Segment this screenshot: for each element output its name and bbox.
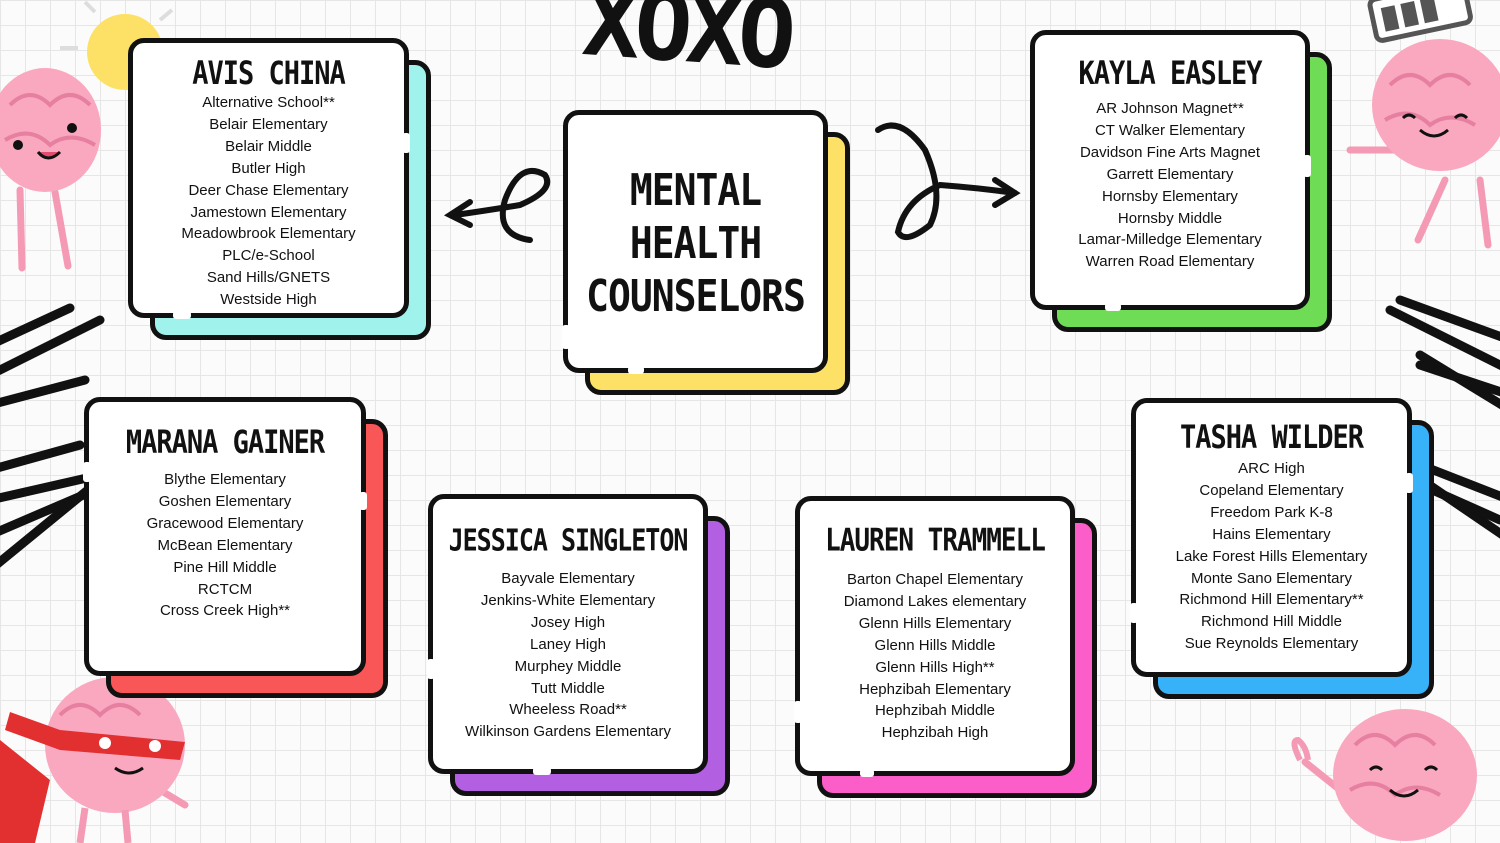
- school-item: Tutt Middle: [531, 679, 605, 697]
- school-item: Murphey Middle: [514, 657, 622, 675]
- school-item: Glenn Hills Elementary: [858, 614, 1012, 632]
- card-front: JESSICA SINGLETON Bayvale Elementary Jen…: [427, 494, 708, 775]
- card-front: MENTAL HEALTH COUNSELORS: [562, 110, 828, 374]
- arrow-right-icon: [875, 122, 1021, 241]
- school-item: Belair Elementary: [209, 115, 328, 133]
- counselor-name: AVIS CHINA: [192, 55, 346, 93]
- school-item: Glenn Hills Middle: [874, 636, 996, 654]
- school-item: Hephzibah Middle: [874, 702, 996, 720]
- school-list: Blythe Elementary Goshen Elementary Grac…: [97, 469, 353, 622]
- superhero-brain-icon: [0, 677, 189, 843]
- school-item: Alternative School**: [202, 94, 335, 111]
- school-list: ARC High Copeland Elementary Freedom Par…: [1144, 458, 1399, 655]
- school-item: Hornsby Elementary: [1102, 187, 1238, 205]
- school-item: Hephzibah High: [881, 724, 989, 742]
- counselor-card-tasha-wilder: TASHA WILDER ARC High Copeland Elementar…: [1130, 398, 1434, 699]
- card-front: KAYLA EASLEY AR Johnson Magnet** CT Walk…: [1030, 30, 1311, 311]
- school-list: AR Johnson Magnet** CT Walker Elementary…: [1043, 98, 1297, 273]
- school-item: Gracewood Elementary: [146, 514, 304, 532]
- school-item: Glenn Hills High**: [875, 658, 995, 676]
- counselor-card-kayla-easley: KAYLA EASLEY AR Johnson Magnet** CT Walk…: [1030, 30, 1332, 332]
- counselor-card-jessica-singleton: JESSICA SINGLETON Bayvale Elementary Jen…: [427, 494, 730, 796]
- school-item: Richmond Hill Middle: [1201, 613, 1342, 631]
- school-item: Richmond Hill Elementary**: [1179, 591, 1364, 609]
- school-item: Diamond Lakes elementary: [843, 592, 1027, 610]
- school-item: Sand Hills/GNETS: [206, 269, 331, 287]
- school-item: Laney High: [530, 635, 606, 653]
- school-item: McBean Elementary: [157, 536, 293, 554]
- school-list: Bayvale Elementary Jenkins-White Element…: [441, 568, 695, 743]
- brain-mascot-icon: [1346, 39, 1500, 249]
- school-item: Jamestown Elementary: [190, 203, 347, 221]
- school-item: RCTCM: [197, 580, 253, 598]
- counselor-name: JESSICA SINGLETON: [448, 523, 689, 558]
- school-item: AR Johnson Magnet**: [1096, 100, 1244, 117]
- school-item: Hains Elementary: [1212, 525, 1331, 543]
- school-item: Wheeless Road**: [509, 701, 627, 719]
- school-item: Lake Forest Hills Elementary: [1175, 547, 1368, 565]
- school-item: Butler High: [231, 159, 306, 177]
- school-item: Goshen Elementary: [158, 492, 292, 510]
- counselor-name: TASHA WILDER: [1179, 419, 1364, 457]
- school-item: Josey High: [530, 613, 606, 631]
- school-item: Belair Middle: [225, 137, 312, 155]
- school-item: Hornsby Middle: [1117, 209, 1223, 227]
- school-list: Barton Chapel Elementary Diamond Lakes e…: [808, 569, 1062, 744]
- school-item: CT Walker Elementary: [1094, 121, 1246, 139]
- school-item: Freedom Park K-8: [1210, 503, 1333, 521]
- title-line: HEALTH: [629, 217, 762, 268]
- school-list: Alternative School** Belair Elementary B…: [141, 92, 396, 311]
- title-line: MENTAL: [629, 164, 762, 215]
- card-front: TASHA WILDER ARC High Copeland Elementar…: [1130, 398, 1413, 677]
- counselor-card-marana-gainer: MARANA GAINER Blythe Elementary Goshen E…: [83, 397, 388, 698]
- school-item: Westside High: [220, 291, 317, 309]
- brain-mascot-icon: [0, 68, 101, 272]
- title-line: COUNSELORS: [586, 270, 806, 321]
- brain-mascot-icon: [1291, 709, 1477, 841]
- counselor-name: LAUREN TRAMMELL: [825, 523, 1046, 559]
- card-front: MARANA GAINER Blythe Elementary Goshen E…: [83, 397, 367, 676]
- school-item: Hephzibah Elementary: [859, 680, 1011, 698]
- page-title: MENTAL HEALTH COUNSELORS: [586, 163, 806, 322]
- school-item: Pine Hill Middle: [173, 558, 277, 576]
- school-item: Cross Creek High**: [159, 602, 291, 620]
- school-item: Sue Reynolds Elementary: [1184, 635, 1359, 653]
- school-item: ARC High: [1238, 460, 1305, 477]
- xoxo-decoration: XOXO: [579, 0, 796, 91]
- school-item: PLC/e-School: [222, 247, 315, 265]
- school-item: Davidson Fine Arts Magnet: [1079, 143, 1261, 161]
- card-front: LAUREN TRAMMELL Barton Chapel Elementary…: [794, 496, 1075, 777]
- school-item: Jenkins-White Elementary: [480, 591, 656, 609]
- school-item: Barton Chapel Elementary: [847, 571, 1023, 588]
- arrow-left-icon: [443, 167, 551, 243]
- school-item: Deer Chase Elementary: [188, 181, 349, 199]
- school-item: Monte Sano Elementary: [1191, 569, 1352, 587]
- counselor-card-avis-china: AVIS CHINA Alternative School** Belair E…: [128, 38, 431, 340]
- center-card: MENTAL HEALTH COUNSELORS: [562, 110, 850, 395]
- school-item: Warren Road Elementary: [1085, 253, 1255, 271]
- battery-icon: [1367, 0, 1473, 43]
- card-front: AVIS CHINA Alternative School** Belair E…: [128, 38, 410, 319]
- school-item: Meadowbrook Elementary: [181, 225, 356, 243]
- school-item: Lamar-Milledge Elementary: [1078, 231, 1262, 249]
- school-item: Blythe Elementary: [164, 471, 286, 488]
- school-item: Copeland Elementary: [1199, 481, 1344, 499]
- school-item: Garrett Elementary: [1106, 165, 1234, 183]
- school-item: Wilkinson Gardens Elementary: [465, 723, 671, 741]
- counselor-name: KAYLA EASLEY: [1078, 55, 1262, 93]
- counselor-card-lauren-trammell: LAUREN TRAMMELL Barton Chapel Elementary…: [794, 496, 1097, 798]
- counselor-name: MARANA GAINER: [125, 424, 325, 462]
- school-item: Bayvale Elementary: [501, 570, 635, 587]
